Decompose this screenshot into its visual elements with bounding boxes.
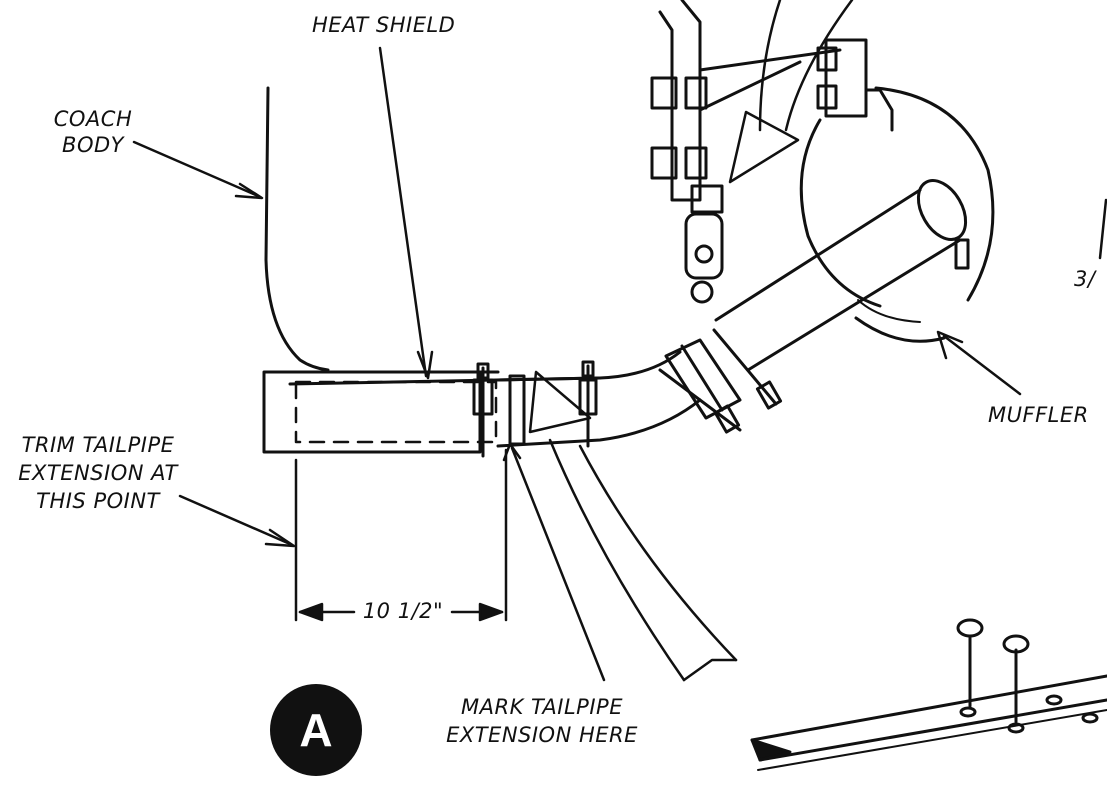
mark-label-line2: EXTENSION HERE [446,723,638,747]
hanger-bracket [650,0,894,304]
mark-label-line1: MARK TAILPIPE [461,695,623,719]
partial-dim-line [1098,198,1107,260]
figure-badge: A [270,684,362,776]
trim-label-line2: EXTENSION AT [18,461,178,485]
clamp-right [578,360,598,448]
dimension-lines [294,448,508,622]
flange-clamp [658,328,783,434]
coach-body-label-line2: BODY [62,133,124,157]
clamp-left [472,362,494,458]
tailpipe [496,350,702,448]
heat-shield-label: HEAT SHIELD [312,13,456,37]
muffler-body [799,86,995,343]
coach-body-outline [264,86,330,372]
trim-label-line1: TRIM TAILPIPE [21,433,175,457]
panel-part [750,618,1107,771]
hanger-arrow [728,0,854,184]
leader-arrows [132,46,1022,548]
trim-label-line3: THIS POINT [36,489,160,513]
coach-body-label-line1: COACH [53,107,133,131]
muffler-label: MUFFLER [988,403,1089,427]
dimension-label: 10 1/2" [362,599,444,623]
partial-dimension-label: 3/ [1074,267,1096,291]
mark-arrow [502,370,738,682]
